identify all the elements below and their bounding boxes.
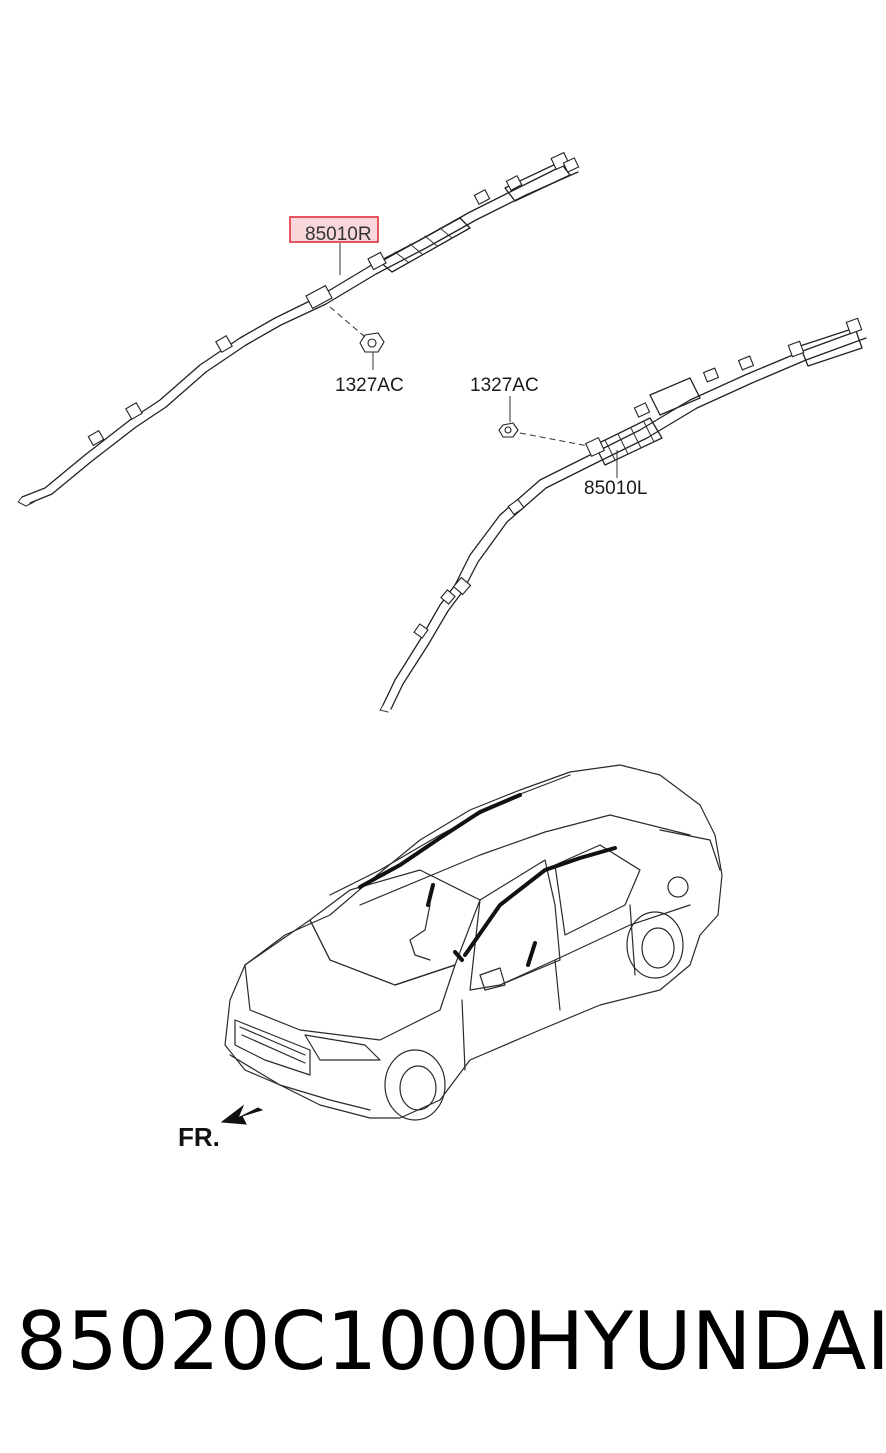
- label-nut-right[interactable]: 1327AC: [335, 375, 404, 396]
- leader-nut-right: [329, 306, 366, 338]
- label-nut-left[interactable]: 1327AC: [470, 375, 539, 396]
- vehicle-illustration: [224, 764, 723, 1121]
- roof-airbag-far: [358, 793, 522, 889]
- leader-nut-left: [519, 432, 589, 447]
- label-part-right[interactable]: 85010R: [305, 224, 372, 245]
- nut-left[interactable]: [498, 422, 519, 438]
- curtain-airbag-left[interactable]: [379, 317, 867, 713]
- front-arrow-icon: [220, 1104, 264, 1125]
- curtain-airbag-right[interactable]: [17, 151, 580, 507]
- airbag-diagram: 85010R 1327AC 1327AC 85010L: [17, 151, 867, 1152]
- front-marker-label: FR.: [178, 1122, 220, 1152]
- footer-brand: HYUNDAI: [524, 1295, 886, 1388]
- front-marker: FR.: [178, 1104, 264, 1152]
- roof-airbag-near: [463, 846, 617, 957]
- part-right-highlight: [289, 216, 379, 243]
- nut-right[interactable]: [359, 332, 385, 353]
- label-part-left[interactable]: 85010L: [584, 478, 647, 499]
- footer-part-number: 85020C1000: [16, 1295, 530, 1388]
